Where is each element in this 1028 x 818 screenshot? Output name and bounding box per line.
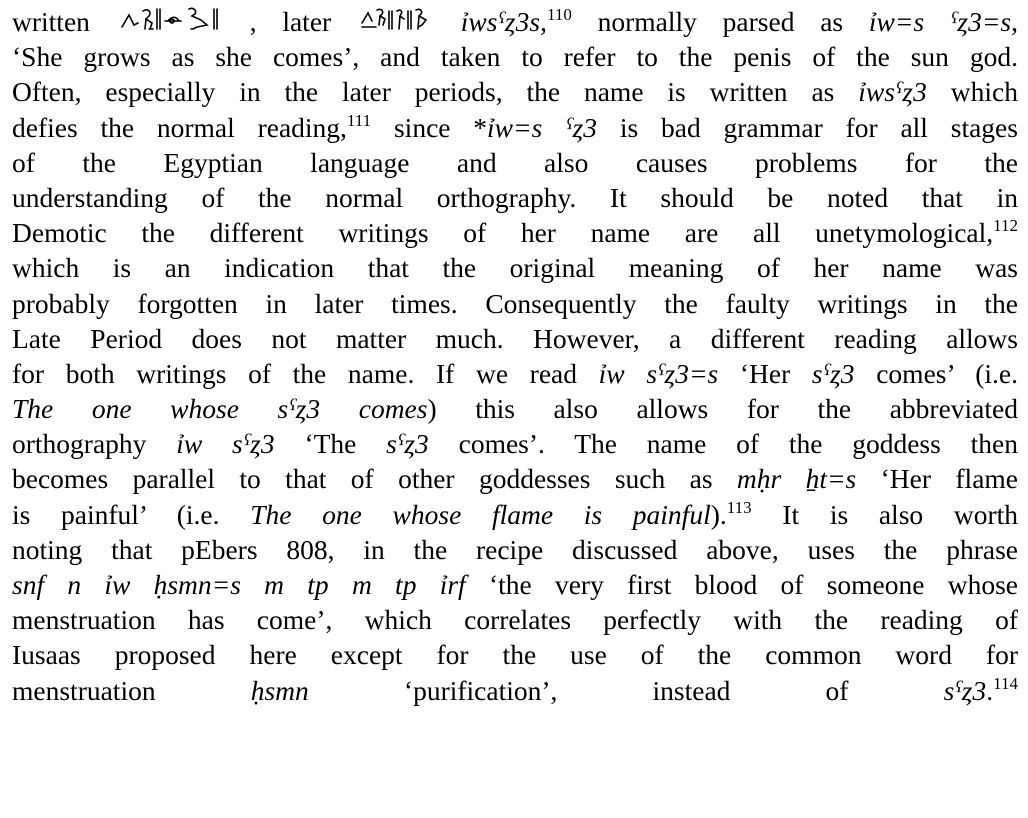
text-segment: Late Period does not matter much. Howeve… (12, 322, 1018, 354)
italic-transliteration: The one whose sˁȥ3 comes (12, 393, 428, 425)
italic-transliteration: ỉw sˁȥ3=s (598, 357, 719, 389)
text-segment: menstruation has come’, which correlates… (12, 604, 1018, 636)
text-line: ‘She grows as she comes’, and taken to r… (12, 39, 1018, 74)
text-line: Iusaas proposed here except for the use … (12, 637, 1018, 672)
text-segment: ) this also allows for the abbreviated (427, 393, 1018, 425)
text-line: snf n ỉw ḥsmn=s m tp m tp ỉrf ‘the very … (12, 567, 1018, 602)
text-segment: ‘the very first blood of someone whose (465, 569, 1018, 600)
text-line: for both writings of the name. If we rea… (12, 356, 1018, 391)
italic-transliteration: ỉw sˁȥ3 (176, 428, 275, 460)
text-segment: which (926, 76, 1018, 108)
text-line: menstruation ḥsmn ‘purification’, instea… (12, 673, 1018, 708)
text-segment: comes’. The name of the goddess then (428, 428, 1018, 460)
text-segment: ‘purification’, instead of (308, 674, 944, 706)
text-segment: ). (710, 498, 727, 530)
text-segment: for both writings of the name. If we rea… (12, 357, 599, 389)
text-segment: , (540, 6, 547, 37)
text-line: which is an indication that the original… (12, 250, 1018, 285)
text-segment: Often, especially in the later periods, … (12, 76, 859, 108)
text-segment: probably forgotten in later times. Conse… (12, 287, 1018, 319)
italic-transliteration: ỉwsˁȥ3s (460, 6, 541, 37)
text-line: understanding of the normal orthography.… (12, 180, 1018, 215)
text-line: Demotic the different writings of her na… (12, 215, 1018, 250)
footnote-marker[interactable]: 113 (726, 497, 752, 517)
italic-transliteration: The one whose flame is painful (250, 498, 711, 530)
text-line: Often, especially in the later periods, … (12, 74, 1018, 109)
text-line: The one whose sˁȥ3 comes) this also allo… (12, 391, 1018, 426)
text-segment: ‘She grows as she comes’, and taken to r… (12, 41, 1018, 73)
text-segment: Iusaas proposed here except for the use … (12, 639, 1018, 671)
hieroglyph-name-iusaas-early (119, 5, 247, 35)
text-line: of the Egyptian language and also causes… (12, 145, 1018, 180)
text-line: noting that pEbers 808, in the recipe di… (12, 532, 1018, 567)
text-line: menstruation has come’, which correlates… (12, 602, 1018, 637)
text-segment (435, 6, 461, 37)
italic-transliteration: sˁȥ3 (386, 428, 429, 460)
text-line: written , later ỉwsˁȥ3s,110 normally par… (12, 4, 1018, 39)
text-segment: , (1011, 6, 1018, 37)
footnote-marker[interactable]: 111 (346, 110, 372, 130)
text-line: probably forgotten in later times. Conse… (12, 286, 1018, 321)
text-line: defies the normal reading,111 since *ỉw=… (12, 110, 1018, 145)
body-paragraph: written , later ỉwsˁȥ3s,110 normally par… (12, 4, 1018, 708)
text-line: becomes parallel to that of other goddes… (12, 461, 1018, 496)
italic-transliteration: sˁȥ3 (943, 674, 987, 706)
italic-transliteration: snf n ỉw ḥsmn=s m tp m tp ỉrf (12, 569, 466, 600)
text-segment: written (12, 6, 116, 37)
text-segment: is bad grammar for all stages (597, 111, 1018, 143)
text-segment: ‘Her flame (856, 463, 1018, 495)
text-segment: comes’ (i.e. (854, 357, 1018, 389)
italic-transliteration: ỉw=s ˁȥ3=s (868, 6, 1012, 37)
text-line: Late Period does not matter much. Howeve… (12, 321, 1018, 356)
text-segment: defies the normal reading, (12, 111, 347, 143)
text-line: is painful’ (i.e. The one whose flame is… (12, 497, 1018, 532)
text-segment: is painful’ (i.e. (12, 498, 251, 530)
text-segment: understanding of the normal orthography.… (12, 181, 1018, 213)
text-segment: ‘The (274, 428, 387, 460)
italic-transliteration: mḥr ẖt=s (736, 463, 857, 495)
text-segment: which is an indication that the original… (12, 252, 1018, 284)
footnote-marker[interactable]: 112 (993, 216, 1018, 236)
text-line: orthography ỉw sˁȥ3 ‘The sˁȥ3 comes’. Th… (12, 426, 1018, 461)
text-segment: ‘Her (718, 357, 812, 389)
italic-transliteration: ỉwsˁȥ3 (858, 76, 927, 108)
italic-transliteration: ḥsmn (250, 674, 309, 706)
text-segment: , later (249, 6, 357, 37)
text-segment: normally parsed as (571, 6, 869, 37)
footnote-marker[interactable]: 114 (993, 673, 1018, 693)
text-segment: Demotic the different writings of her na… (12, 217, 994, 249)
italic-transliteration: sˁȥ3 (811, 357, 855, 389)
text-segment: orthography (12, 428, 177, 460)
text-segment: of the Egyptian language and also causes… (12, 146, 1018, 178)
footnote-marker[interactable]: 110 (546, 5, 572, 24)
italic-transliteration: ỉw=s ˁȥ3 (487, 111, 598, 143)
text-segment: since * (371, 111, 488, 143)
text-segment: It is also worth (751, 498, 1018, 530)
text-segment: menstruation (12, 674, 251, 706)
text-segment: noting that pEbers 808, in the recipe di… (12, 533, 1018, 565)
text-segment: becomes parallel to that of other goddes… (12, 463, 737, 495)
text-segment: . (986, 674, 994, 706)
hieroglyph-name-iusaas-late (360, 5, 432, 35)
